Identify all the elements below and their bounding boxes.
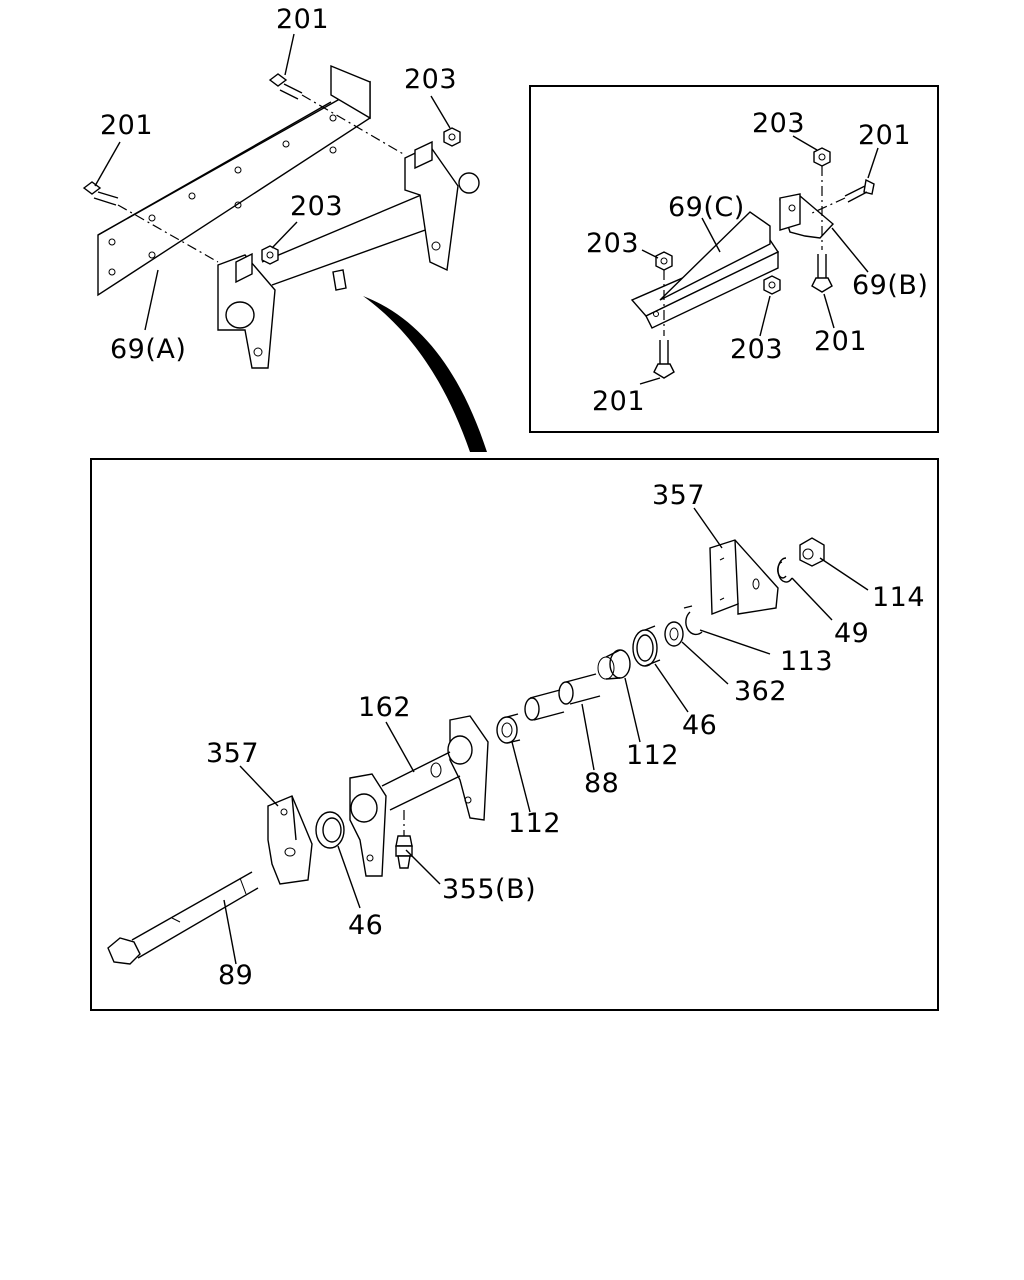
label-203-inset-top: 203 xyxy=(752,108,805,139)
label-46-right: 46 xyxy=(682,710,717,741)
bolt-201-upper-icon xyxy=(268,73,303,100)
label-203-inset-left: 203 xyxy=(586,228,639,259)
label-49: 49 xyxy=(834,618,869,649)
bracket-357-right xyxy=(709,539,779,616)
bolt-axis-line-lower xyxy=(117,204,219,263)
label-357-left: 357 xyxy=(206,738,259,769)
right-shaft-bracket xyxy=(404,140,480,272)
nut-203-upper-icon xyxy=(443,127,461,147)
washer-49-icon xyxy=(777,557,793,583)
inset-assembly: 203 201 69(C) 203 69(B) 203 201 201 xyxy=(586,108,928,417)
detail-frame xyxy=(90,458,939,1011)
plate-69a xyxy=(97,64,371,297)
label-113: 113 xyxy=(780,646,833,677)
label-112-left: 112 xyxy=(508,808,561,839)
label-69b: 69(B) xyxy=(852,270,928,301)
label-69c: 69(C) xyxy=(668,192,745,223)
label-201-inset-bottom: 201 xyxy=(592,386,645,417)
nut-203-lower-icon xyxy=(261,245,279,265)
seal-46-left-icon xyxy=(315,811,345,849)
label-201-top: 201 xyxy=(276,4,329,35)
label-201-left: 201 xyxy=(100,110,153,141)
seal-46-right-icon xyxy=(632,625,661,667)
bracket-69b xyxy=(779,193,801,231)
bush-112-right-icon xyxy=(597,649,631,680)
top-assembly: 201 201 203 203 69(A) xyxy=(82,4,480,369)
label-362: 362 xyxy=(734,676,787,707)
label-88: 88 xyxy=(584,768,619,799)
grease-nipple-355b-icon xyxy=(395,810,413,869)
label-69a: 69(A) xyxy=(110,334,186,365)
label-201-inset-mid: 201 xyxy=(814,326,867,357)
label-46-left: 46 xyxy=(348,910,383,941)
gusset-69c xyxy=(659,211,771,301)
label-112-right: 112 xyxy=(626,740,679,771)
label-203-lower: 203 xyxy=(290,191,343,222)
label-203-inset-bottom: 203 xyxy=(730,334,783,365)
label-203-upper: 203 xyxy=(404,64,457,95)
label-201-inset-right: 201 xyxy=(858,120,911,151)
label-89: 89 xyxy=(218,960,253,991)
bush-112-left-icon xyxy=(496,713,521,744)
label-162: 162 xyxy=(358,692,411,723)
washer-362-icon xyxy=(664,621,684,647)
inset-axis-horizontal xyxy=(809,197,846,215)
detail-pointer-arrow xyxy=(363,296,487,452)
bolt-89-icon xyxy=(107,871,259,965)
left-shaft-bracket xyxy=(217,252,276,369)
label-357-right: 357 xyxy=(652,480,705,511)
label-114: 114 xyxy=(872,582,925,613)
nut-203-inset-top-icon xyxy=(813,147,831,167)
inset-frame xyxy=(529,85,939,433)
nut-114-icon xyxy=(799,537,825,567)
collar-88-icon xyxy=(524,673,601,721)
nut-203-inset-left-icon xyxy=(655,251,673,271)
bolt-201-inset-bottom-icon xyxy=(653,340,675,379)
bracket-357-left xyxy=(267,795,313,885)
bolt-201-inset-mid-icon xyxy=(811,254,833,293)
nut-203-inset-bottom-icon xyxy=(763,275,781,295)
label-355b: 355(B) xyxy=(442,874,536,905)
arm-assembly-162 xyxy=(349,715,489,877)
detail-assembly: 357 114 49 113 362 46 112 88 162 112 357… xyxy=(107,480,925,991)
bolt-201-inset-right-icon xyxy=(844,178,875,203)
lock-washer-113-icon xyxy=(683,605,703,636)
bolt-201-left-icon xyxy=(82,181,119,206)
